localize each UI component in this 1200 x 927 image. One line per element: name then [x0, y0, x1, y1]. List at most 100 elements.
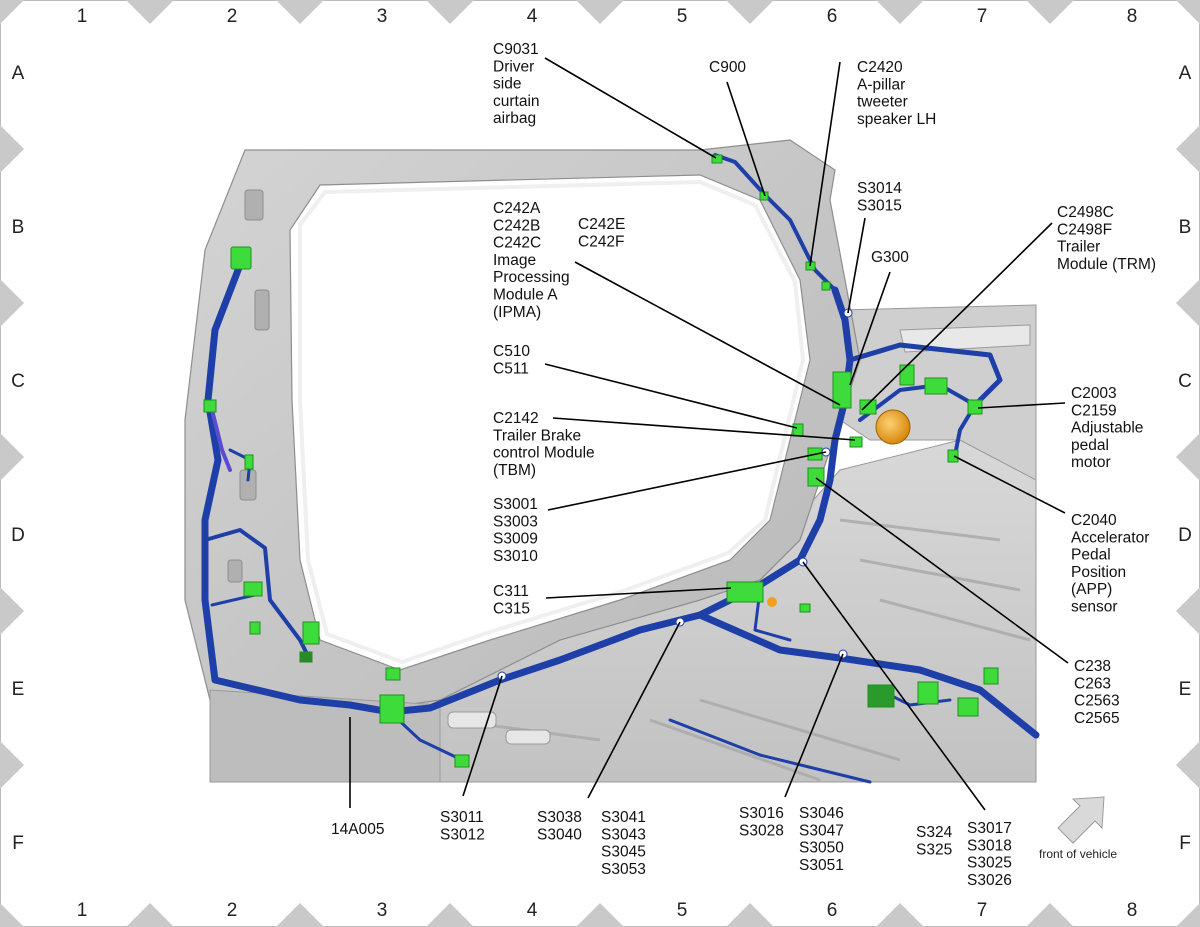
floor-cutout — [447, 711, 497, 729]
floor-cutout — [505, 729, 551, 745]
grid-marker-right — [1176, 125, 1200, 173]
leader-lines — [349, 57, 1069, 811]
grid-column-label-top: 5 — [677, 6, 688, 27]
grid-marker-bottom — [426, 903, 474, 927]
harness-dash-lower — [858, 383, 977, 457]
grid-marker-right — [1176, 279, 1200, 327]
callout-label-line: 14A005 — [331, 821, 384, 838]
callout-label-line: speaker LH — [857, 111, 936, 128]
callout-label-line: S3040 — [537, 826, 582, 843]
grid-marker-top — [576, 0, 624, 24]
grid-row-label-left: F — [12, 833, 24, 854]
grid-marker-bottom — [876, 903, 924, 927]
callout-label-line: (APP) — [1071, 581, 1112, 598]
harness-floor-thin — [668, 718, 872, 784]
ground-grommet — [875, 409, 911, 445]
callout-label-line: C238 — [1074, 658, 1111, 675]
callout-label-line: tweeter — [857, 94, 908, 111]
callout-label-line: C2420 — [857, 59, 903, 76]
callout-label-line: S3041 — [601, 809, 646, 826]
callout-label-line: C2565 — [1074, 710, 1120, 727]
grid-marker-bottom — [1176, 903, 1200, 927]
callout-label-line: S3015 — [857, 197, 902, 214]
grid-row-label-right: B — [1179, 217, 1192, 238]
callout-label-line: C242F — [578, 233, 625, 250]
grid-marker-bottom — [726, 903, 774, 927]
callout-label-line: C2142 — [493, 410, 539, 427]
callout-label-line: S3026 — [967, 872, 1012, 889]
callout-label-line: S3045 — [601, 844, 646, 861]
grid-column-label-top: 7 — [977, 6, 988, 27]
callout-label-line: C311 — [493, 583, 529, 600]
callout-label-line: Image — [493, 252, 536, 269]
grid-marker-right — [1176, 741, 1200, 789]
grid-marker-left — [0, 433, 24, 481]
harness-a-pillar — [713, 153, 837, 292]
callout-label-line: C2159 — [1071, 402, 1117, 419]
callout-label-line: S3014 — [857, 180, 902, 197]
grid-marker-bottom — [0, 903, 24, 927]
callout-label-line: S3038 — [537, 809, 582, 826]
callout-label-line: pedal — [1071, 437, 1109, 454]
callout-label-line: C315 — [493, 600, 530, 617]
callout-label-line: S3009 — [493, 531, 538, 548]
callout-label-line: Accelerator — [1071, 529, 1149, 546]
callout-label-line: S3018 — [967, 837, 1012, 854]
grid-column-label-top: 2 — [227, 6, 238, 27]
grid-marker-top — [0, 0, 24, 24]
grid-row-label-left: D — [11, 525, 25, 546]
grid-column-label-bottom: 2 — [227, 900, 238, 921]
grid-row-label-left: C — [11, 371, 25, 392]
callout-label-line: S3025 — [967, 855, 1012, 872]
callout-label-line: motor — [1071, 454, 1111, 471]
callout-label-line: Module (TRM) — [1057, 256, 1156, 273]
callout-label-line: C242A — [493, 200, 541, 217]
grid-marker-bottom — [576, 903, 624, 927]
callout-label-line: C900 — [709, 59, 746, 76]
harness-dash — [847, 342, 1003, 408]
callout-label-line: S3003 — [493, 513, 538, 530]
grid-marker-right — [1176, 433, 1200, 481]
grid-column-label-top: 6 — [827, 6, 838, 27]
frame-inner-flange — [298, 179, 806, 665]
grid-row-label-right: A — [1179, 63, 1192, 84]
callout-label-line: S3011 — [440, 809, 484, 826]
grid-row-label-right: E — [1179, 679, 1192, 700]
callout-label-line: A-pillar — [857, 76, 905, 93]
grid-row-label-right: D — [1178, 525, 1192, 546]
grid-marker-left — [0, 279, 24, 327]
callout-label-line: (IPMA) — [493, 304, 541, 321]
callout-label-line: S3012 — [440, 826, 485, 843]
grid-row-label-right: C — [1178, 371, 1192, 392]
ground-point-orange — [767, 597, 777, 607]
grid-marker-top — [876, 0, 924, 24]
grid-row-label-left: A — [12, 63, 25, 84]
connectors — [203, 154, 999, 768]
grid-column-label-bottom: 5 — [677, 900, 688, 921]
grid-marker-top — [726, 0, 774, 24]
callout-label-line: Trailer Brake — [493, 427, 581, 444]
grid-marker-top — [1176, 0, 1200, 24]
callout-label-line: C242C — [493, 235, 541, 252]
callout-label-line: C510 — [493, 343, 530, 360]
grid-column-label-bottom: 1 — [77, 900, 88, 921]
grid-column-label-bottom: 4 — [527, 900, 538, 921]
grid-marker-top — [1026, 0, 1074, 24]
callout-label-line: S325 — [916, 841, 952, 858]
callout-label-line: C2563 — [1074, 693, 1120, 710]
harness-main-trunk — [201, 261, 854, 716]
front-of-vehicle-text: front of vehicle — [1039, 847, 1117, 861]
grid-marker-top — [126, 0, 174, 24]
callout-label-line: C242B — [493, 217, 540, 234]
callout-label-line: C242E — [578, 216, 625, 233]
callout-label-line: Module A — [493, 287, 558, 304]
grid-marker-bottom — [1026, 903, 1074, 927]
grid-column-label-top: 3 — [377, 6, 388, 27]
grid-marker-left — [0, 125, 24, 173]
callout-label-line: sensor — [1071, 599, 1118, 616]
callout-label-line: C2003 — [1071, 385, 1117, 402]
